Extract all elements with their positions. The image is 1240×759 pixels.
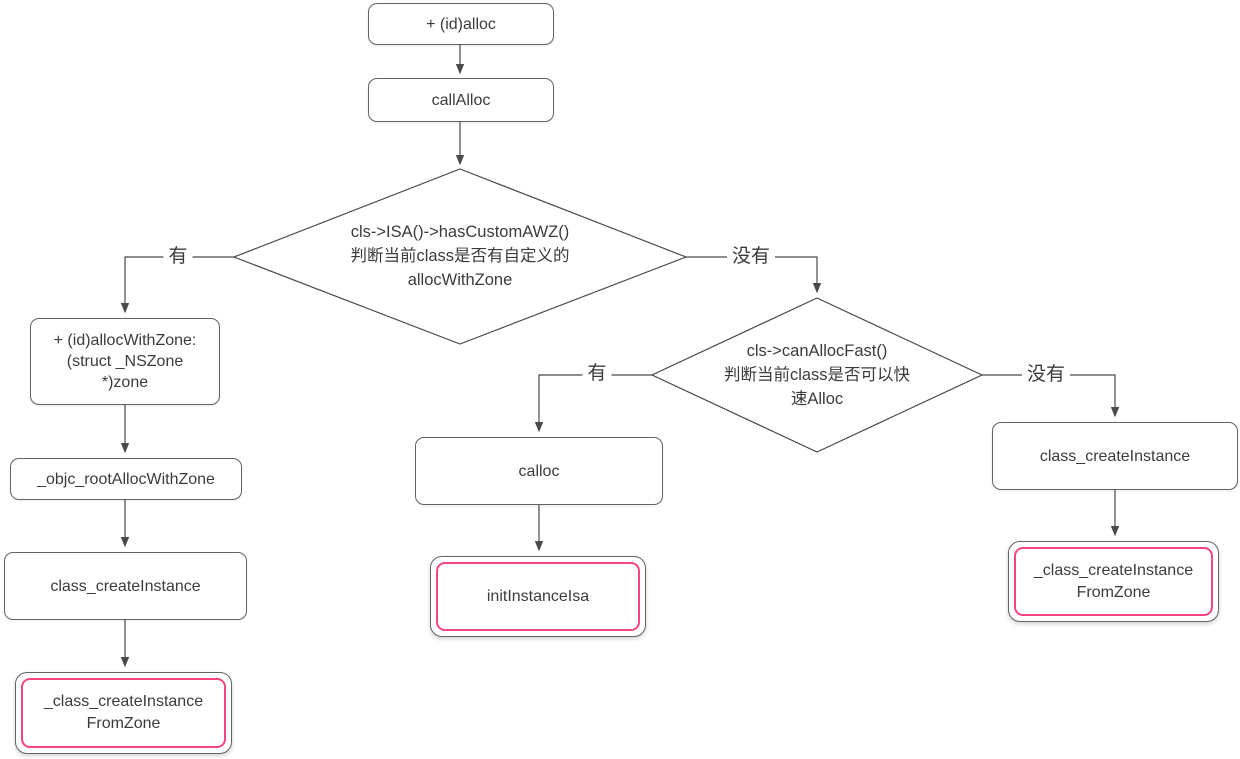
node-class-create-instance-left: class_createInstance: [4, 552, 247, 620]
node-alloc-with-zone-label: + (id)allocWithZone: (struct _NSZone *)z…: [53, 332, 197, 391]
node-calloc: calloc: [415, 437, 663, 505]
edge-fast-yes: [534, 374, 652, 433]
node-objc-root-alloc-with-zone-label: _objc_rootAllocWithZone: [37, 470, 215, 488]
node-init-instance-isa: initInstanceIsa: [430, 556, 646, 637]
node-class-create-instance-from-zone-left-inner: _class_createInstance FromZone: [21, 678, 226, 748]
node-class-create-instance-from-zone-left-label: _class_createInstance FromZone: [43, 693, 204, 732]
edge-label-awz-yes: 有: [163, 246, 193, 268]
decision-can-alloc-fast-shape: [650, 297, 984, 453]
node-alloc-with-zone: + (id)allocWithZone: (struct _NSZone *)z…: [30, 318, 220, 405]
node-alloc: + (id)alloc: [368, 3, 554, 45]
decision-has-custom-awz-shape: [232, 168, 688, 345]
edge-label-fast-yes: 有: [582, 363, 612, 385]
node-class-create-instance-left-label: class_createInstance: [50, 577, 201, 595]
node-class-create-instance-from-zone-right-label: _class_createInstance FromZone: [1033, 561, 1194, 601]
edge-label-awz-no: 没有: [726, 246, 776, 268]
node-calloc-label: calloc: [518, 462, 560, 480]
node-call-alloc: callAlloc: [368, 78, 554, 122]
node-objc-root-alloc-with-zone: _objc_rootAllocWithZone: [10, 458, 242, 500]
decision-can-alloc-fast-label: cls->canAllocFast() 判断当前class是否可以快 速Allo…: [723, 342, 911, 408]
node-alloc-label: + (id)alloc: [426, 15, 496, 33]
node-init-instance-isa-label: initInstanceIsa: [486, 587, 590, 605]
edge-awz-yes: [120, 256, 234, 314]
decision-has-custom-awz-label: cls->ISA()->hasCustomAWZ() 判断当前class是否有自…: [350, 223, 570, 289]
node-call-alloc-label: callAlloc: [431, 91, 491, 109]
node-init-instance-isa-inner: initInstanceIsa: [436, 562, 640, 631]
node-class-create-instance-right-label: class_createInstance: [1039, 447, 1191, 465]
node-class-create-instance-right: class_createInstance: [992, 422, 1238, 490]
node-class-create-instance-from-zone-left: _class_createInstance FromZone: [15, 672, 232, 754]
node-class-create-instance-from-zone-right: _class_createInstance FromZone: [1008, 541, 1219, 622]
node-class-create-instance-from-zone-right-inner: _class_createInstance FromZone: [1014, 547, 1213, 616]
edge-label-fast-no: 没有: [1021, 364, 1071, 386]
